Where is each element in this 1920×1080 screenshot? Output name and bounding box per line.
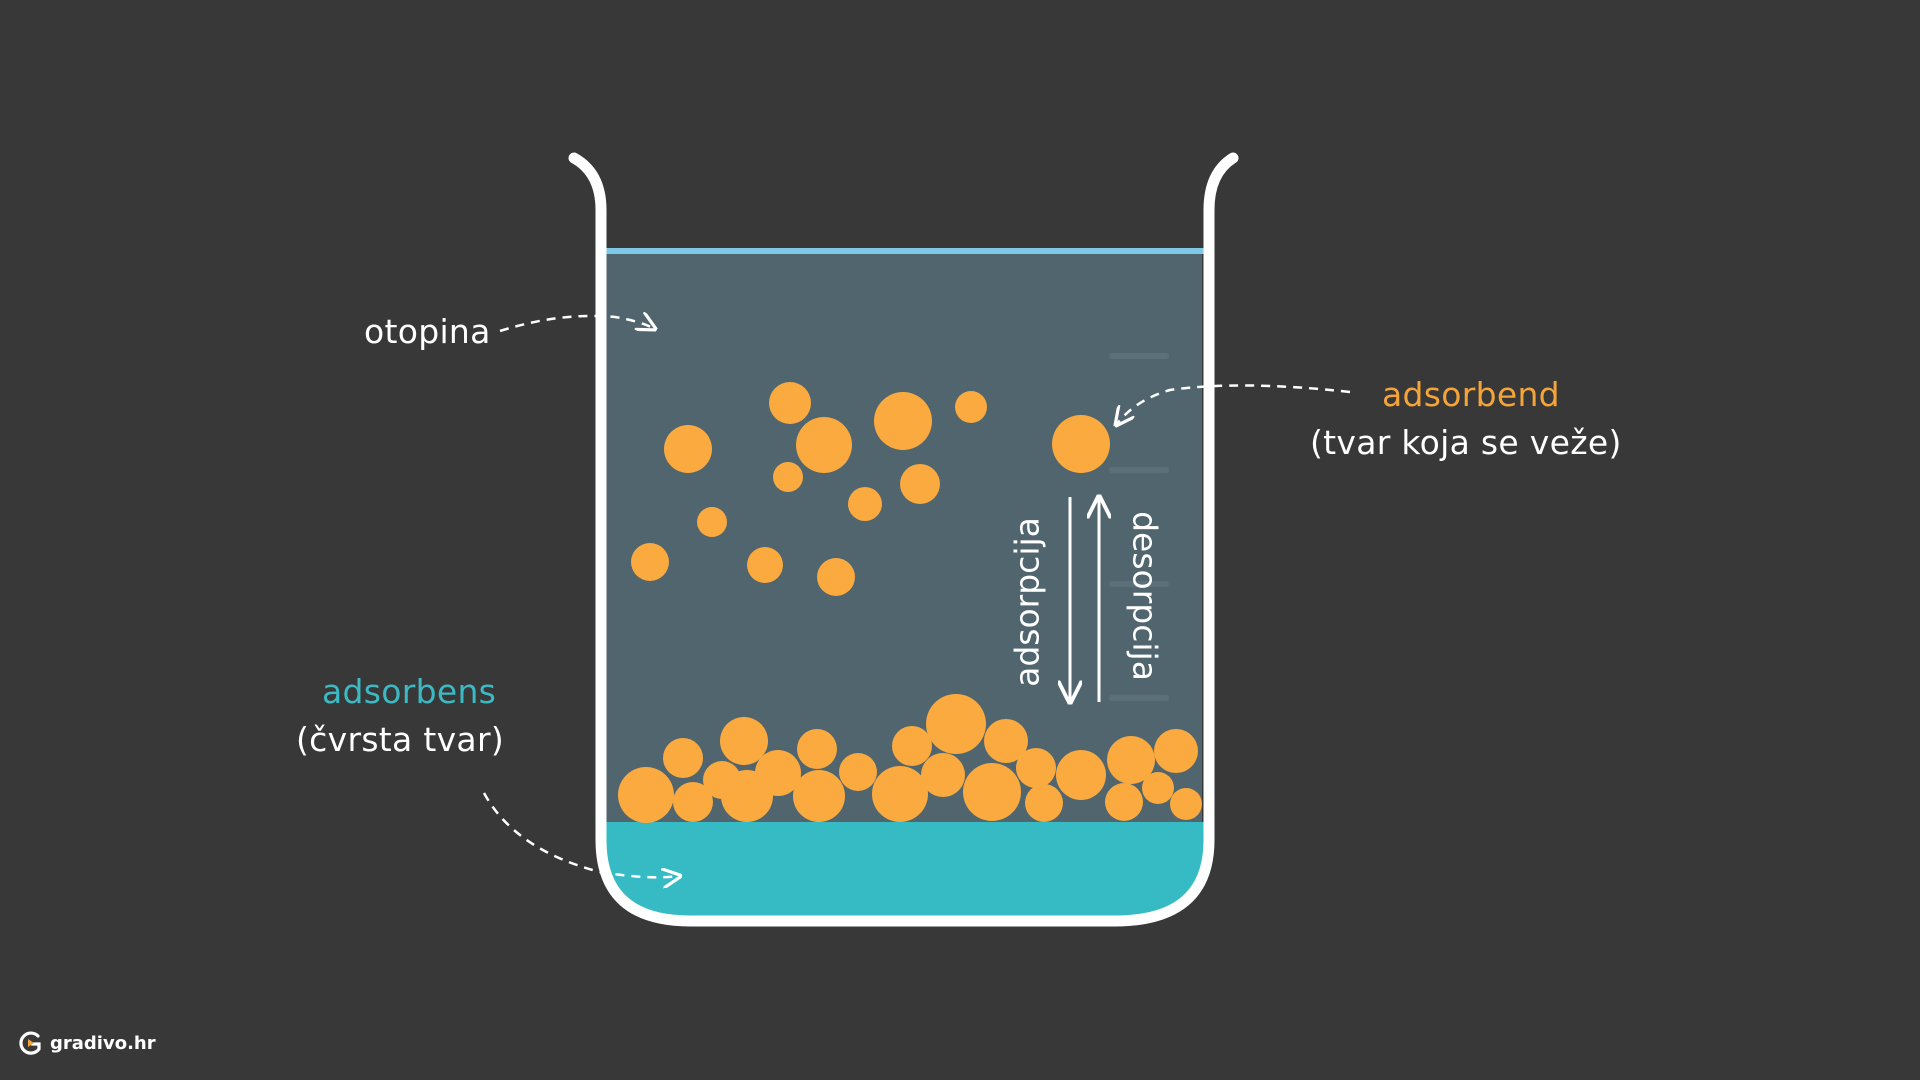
beaker-scale-marks — [1109, 353, 1169, 701]
particle — [796, 417, 852, 473]
adsorbate-pointer-arrow — [1116, 384, 1351, 425]
particle — [839, 753, 877, 791]
desorption-label: desorpcija — [1125, 511, 1165, 681]
particle — [921, 753, 965, 797]
particle — [720, 717, 768, 765]
particle — [848, 487, 882, 521]
solution-liquid — [604, 251, 1202, 822]
brand-name: gradivo.hr — [50, 1032, 156, 1054]
particle — [926, 694, 986, 754]
particle — [817, 558, 855, 596]
particle — [1154, 729, 1198, 773]
particle — [663, 738, 703, 778]
particle — [631, 543, 669, 581]
particle — [747, 547, 783, 583]
adsorbent-pointer-arrow — [482, 792, 680, 877]
particle — [697, 507, 727, 537]
particle — [874, 392, 932, 450]
particle — [1025, 784, 1063, 822]
particle — [1016, 748, 1056, 788]
particle — [618, 767, 674, 823]
adsorbent-description: (čvrsta tvar) — [296, 720, 504, 759]
particle — [984, 719, 1028, 763]
particle — [1170, 788, 1202, 820]
particle — [1105, 783, 1143, 821]
particle — [900, 464, 940, 504]
solution-pointer-arrow — [499, 316, 655, 333]
particle — [872, 766, 928, 822]
solution-label: otopina — [364, 312, 491, 351]
gradivo-logo-icon — [19, 1031, 41, 1055]
particle — [955, 391, 987, 423]
particle — [963, 763, 1021, 821]
particle — [793, 770, 845, 822]
free-particles — [631, 382, 1110, 596]
particle — [1107, 736, 1155, 784]
particle — [892, 726, 932, 766]
adsorbate-description: (tvar koja se veže) — [1310, 423, 1622, 462]
brand-logo[interactable]: gradivo.hr — [18, 1030, 156, 1056]
particle — [769, 382, 811, 424]
particle — [664, 425, 712, 473]
particle — [797, 729, 837, 769]
adsorbent-label: adsorbens — [322, 672, 497, 711]
adsorption-label: adsorpcija — [1007, 517, 1047, 687]
adsorbent-layer — [600, 822, 1206, 918]
particle — [1142, 772, 1174, 804]
particle — [673, 782, 713, 822]
adsorbed-particles — [618, 694, 1202, 823]
beaker-outline — [568, 152, 1239, 927]
particle — [773, 462, 803, 492]
particle — [1056, 750, 1106, 800]
adsorbate-label: adsorbend — [1382, 375, 1560, 414]
particle — [1052, 415, 1110, 473]
particle — [721, 770, 773, 822]
